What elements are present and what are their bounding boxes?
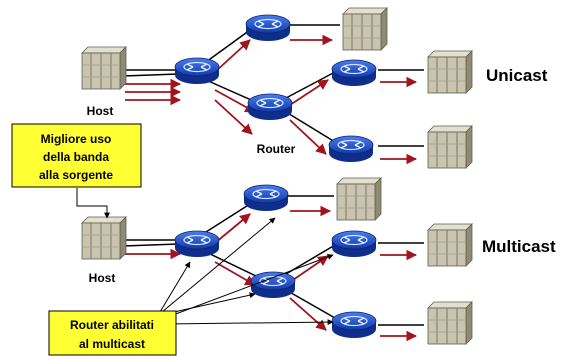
callout-pointer-arrows [159,217,334,326]
multicast-routers-callout: Router abilitati al multicast [48,217,334,356]
multicast-section: Host Multicast [81,177,556,345]
unicast-links [121,24,424,147]
receiver-server-icon [427,50,473,94]
multicast-links [121,195,424,326]
receiver-server-icon [427,223,473,267]
source-host-server-icon [81,216,127,260]
router-icon [247,93,293,121]
callout-pointer-arrow [76,188,110,219]
router-icon [328,135,374,163]
callout-line: al multicast [79,337,145,351]
router-label: Router [257,142,296,156]
source-host-server-icon [81,46,127,90]
host-label: Host [87,104,114,118]
multicast-router-icon [174,230,220,258]
unicast-label: Unicast [486,66,548,85]
receiver-server-icon [427,301,473,345]
bandwidth-callout: Migliore uso della banda alla sorgente [11,123,142,219]
callout-box [11,123,142,188]
router-icon [245,14,291,42]
router-icon [331,59,377,87]
callout-box [48,310,177,356]
receiver-server-icon [427,125,473,169]
multicast-router-icon [331,230,377,258]
callout-line: Migliore uso [41,132,112,146]
multicast-label: Multicast [482,237,556,256]
receiver-server-icon [336,177,382,221]
receiver-server-icon [342,7,388,51]
multicast-router-icon [243,184,289,212]
unicast-section: Host Router Unicast [81,7,548,169]
multicast-flow-arrows [125,205,418,342]
host-label: Host [89,271,116,285]
callout-line: della banda [43,150,109,164]
callout-line: Router abilitati [70,318,154,332]
multicast-router-icon [250,271,296,299]
multicast-router-icon [331,311,377,339]
router-icon [174,57,220,85]
callout-line: alla sorgente [39,168,113,182]
